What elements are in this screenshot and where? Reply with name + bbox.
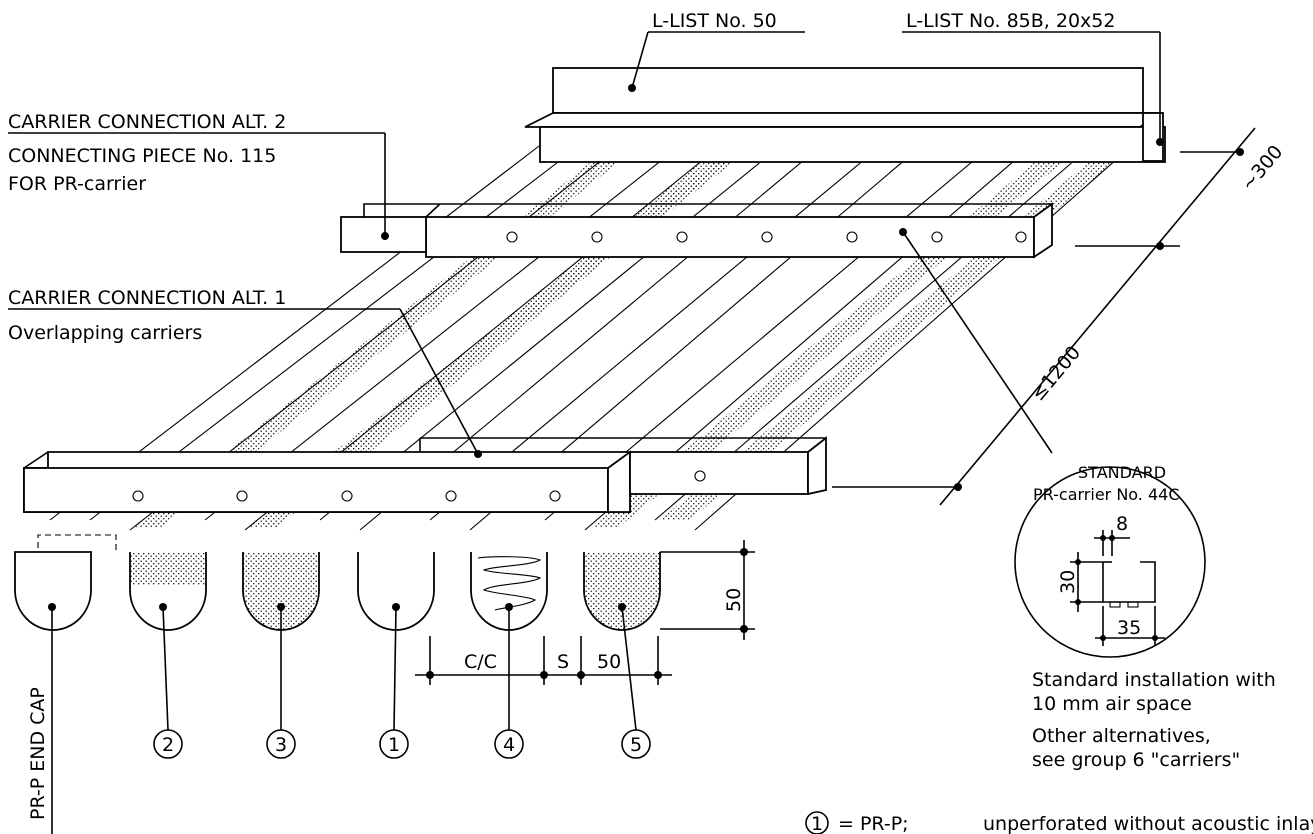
profile-ends	[14, 534, 661, 631]
label-overlapping: Overlapping carriers	[8, 322, 202, 344]
detail-circle	[1014, 466, 1206, 658]
detail-title2: PR-carrier No. 44C	[1033, 485, 1180, 504]
label-l-list-85b: L-LIST No. 85B, 20x52	[906, 10, 1115, 32]
label-connecting-piece: CONNECTING PIECE No. 115	[8, 145, 276, 167]
profile-number: 5	[630, 734, 642, 756]
profile-callouts	[51, 606, 651, 834]
detail-dim-35: 35	[1117, 617, 1141, 639]
dim-300: ~300	[1237, 141, 1287, 195]
profile-number: 2	[162, 734, 174, 756]
label-end-cap: PR-P END CAP	[27, 687, 49, 820]
detail-dim-30: 30	[1057, 570, 1079, 594]
note-line4: see group 6 "carriers"	[1032, 749, 1240, 771]
note-line3: Other alternatives,	[1032, 725, 1211, 747]
detail-dim-8: 8	[1116, 513, 1128, 535]
profile-number: 3	[275, 734, 287, 756]
dim-width-50: 50	[597, 651, 621, 673]
label-for-pr-carrier: FOR PR-carrier	[8, 173, 146, 195]
legend-description: unperforated without acoustic inlay	[983, 813, 1313, 834]
legend-number: 1	[811, 813, 823, 834]
dim-1200: ≤1200	[1027, 342, 1085, 405]
label-carrier-alt2: CARRIER CONNECTION ALT. 2	[8, 111, 286, 133]
profile-number: 1	[388, 734, 400, 756]
dim-s: S	[557, 651, 569, 673]
legend-circle	[805, 811, 829, 834]
detail-title1: STANDARD	[1078, 463, 1166, 482]
label-carrier-alt1: CARRIER CONNECTION ALT. 1	[8, 287, 286, 309]
dim-height-50: 50	[723, 588, 745, 612]
note-line1: Standard installation with	[1032, 669, 1276, 691]
carriers	[23, 202, 1053, 513]
label-l-list-50: L-LIST No. 50	[652, 10, 777, 32]
dim-cc: C/C	[464, 651, 497, 673]
note-line2: 10 mm air space	[1032, 693, 1192, 715]
legend-text: = PR-P;	[838, 813, 909, 834]
leaders	[8, 31, 1164, 458]
profile-number: 4	[503, 734, 515, 756]
l-lists	[524, 67, 1166, 163]
